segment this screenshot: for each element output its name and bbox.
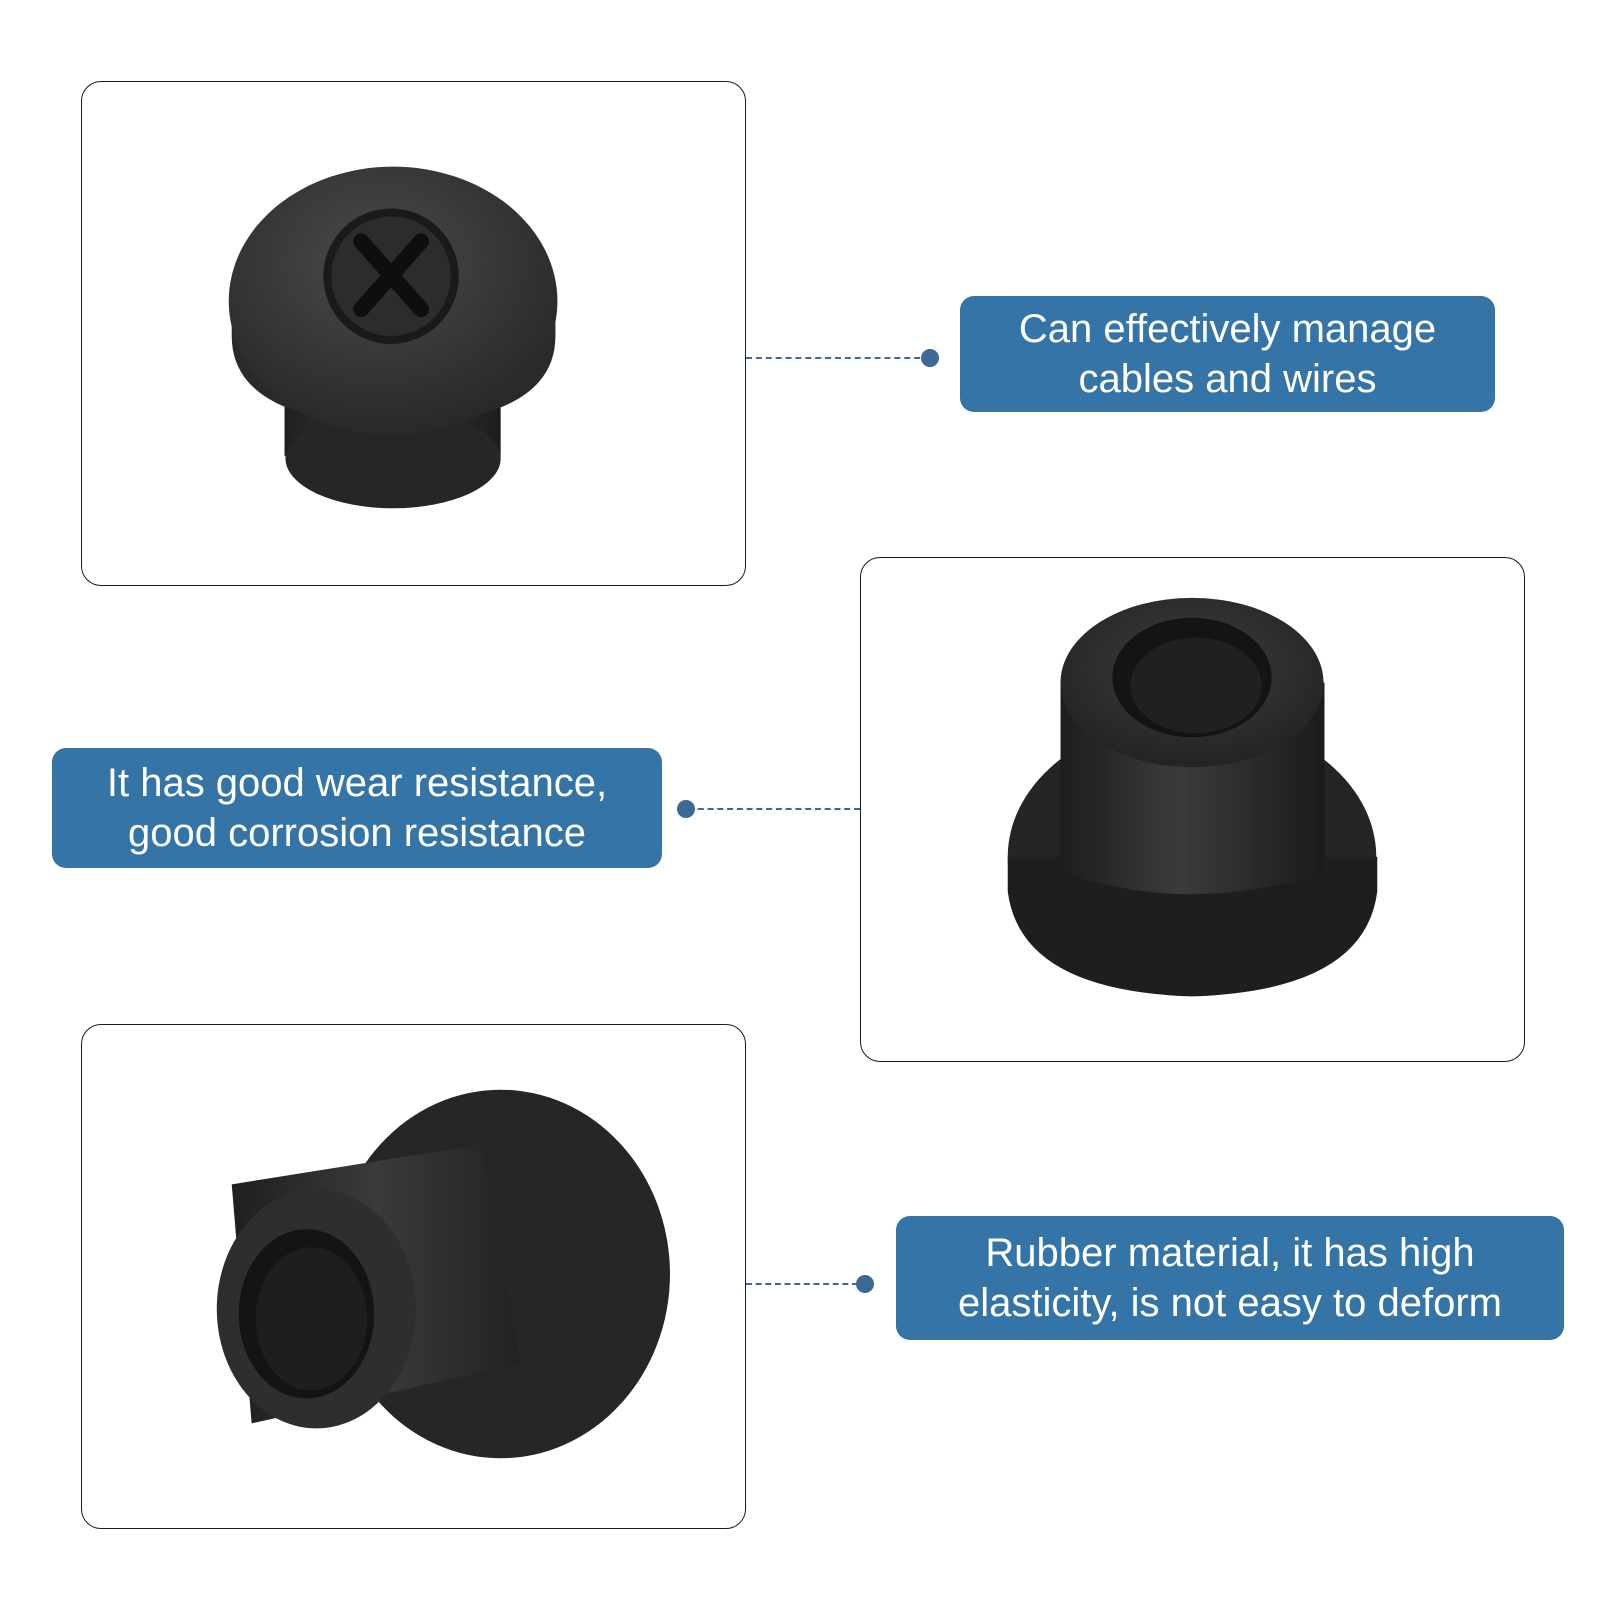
connector-dot-2: [677, 800, 695, 818]
rubber-grommet-side-icon: [216, 1089, 670, 1459]
callout-line: Can effectively manage: [1018, 307, 1437, 351]
rubber-grommet-top-icon: [228, 166, 558, 509]
callout-line: elasticity, is not easy to deform: [958, 1281, 1502, 1325]
feature-callout-cable-management: Can effectively manage cables and wires: [960, 296, 1495, 412]
product-image-side-view: [81, 1024, 746, 1529]
callout-line: good corrosion resistance: [127, 811, 587, 855]
callout-line: It has good wear resistance,: [106, 761, 608, 805]
product-image-top-view: [81, 81, 746, 586]
connector-line-1: [746, 357, 930, 359]
connector-dot-3: [856, 1275, 874, 1293]
feature-callout-resistance: It has good wear resistance, good corros…: [52, 748, 662, 868]
feature-callout-material: Rubber material, it has high elasticity,…: [896, 1216, 1564, 1340]
callout-line: cables and wires: [1078, 357, 1377, 401]
rubber-grommet-front-icon: [1007, 597, 1378, 997]
connector-line-3: [746, 1283, 858, 1285]
product-image-front-view: [860, 557, 1525, 1062]
connector-line-2: [688, 808, 860, 810]
callout-line: Rubber material, it has high: [985, 1231, 1475, 1275]
connector-dot-1: [921, 349, 939, 367]
